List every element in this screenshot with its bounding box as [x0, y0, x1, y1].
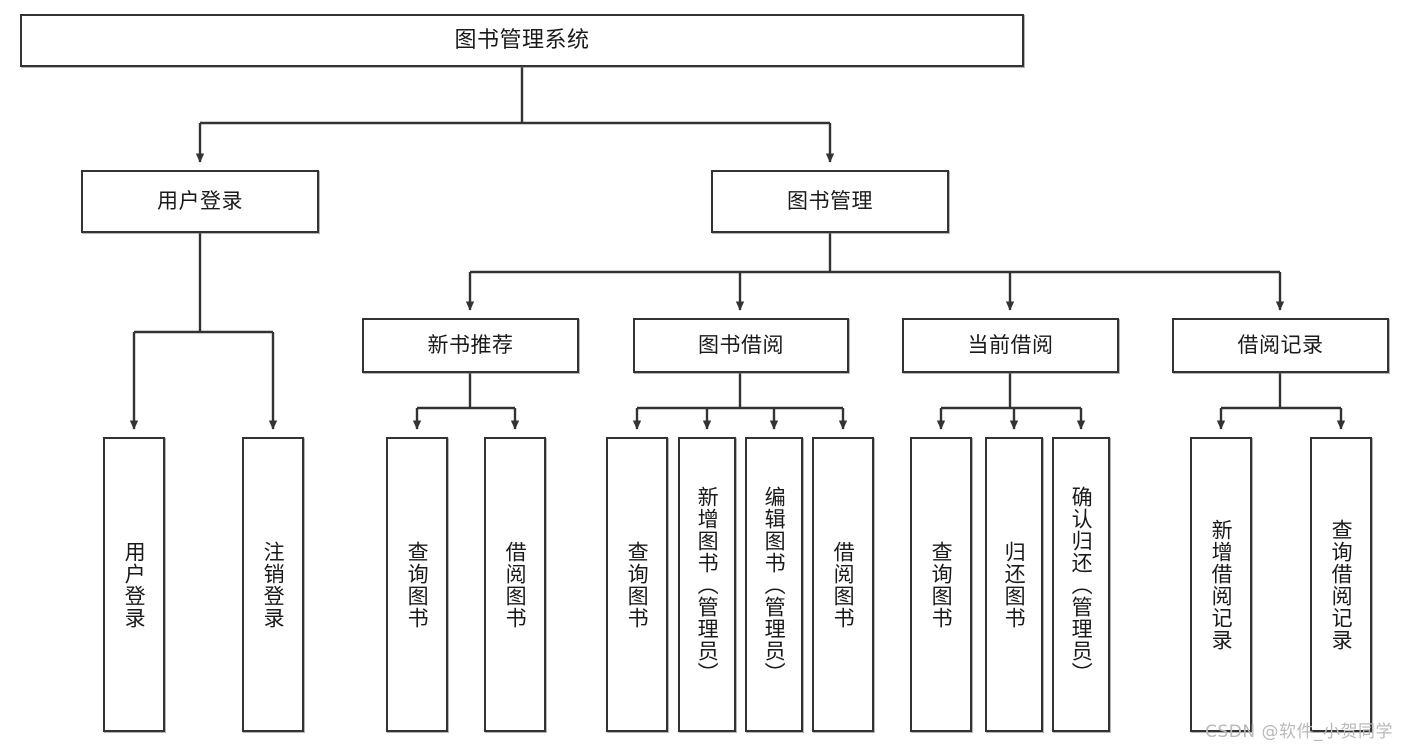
node-label: 注销登录 — [261, 540, 286, 629]
node-label: 借阅图书 — [503, 540, 528, 629]
csdn-watermark: CSDN @软件_小贺同学 — [1205, 722, 1393, 742]
leaf-return-book[interactable]: 归还图书 — [985, 437, 1043, 732]
node-label: 新书推荐 — [427, 333, 514, 358]
node-label: 新增借阅记录 — [1209, 518, 1234, 651]
leaf-confirm-return[interactable]: 确认归还（管理员） — [1052, 437, 1110, 732]
node-book-borrow[interactable]: 图书借阅 — [633, 318, 849, 373]
node-label: 当前借阅 — [967, 333, 1054, 358]
node-label: 查询借阅记录 — [1329, 518, 1354, 651]
leaf-query-book-1[interactable]: 查询图书 — [386, 437, 448, 732]
leaf-user-login[interactable]: 用户登录 — [103, 437, 165, 732]
leaf-add-book[interactable]: 新增图书（管理员） — [678, 437, 736, 732]
node-label: 查询图书 — [625, 540, 650, 629]
node-label: 编辑图书（管理员） — [762, 485, 787, 684]
node-current-borrow[interactable]: 当前借阅 — [902, 318, 1119, 373]
node-label: 图书管理 — [787, 189, 873, 214]
node-label: 用户登录 — [157, 189, 243, 214]
node-label: 图书管理系统 — [454, 27, 590, 53]
node-label: 归还图书 — [1002, 540, 1027, 629]
leaf-edit-book[interactable]: 编辑图书（管理员） — [745, 437, 803, 732]
node-label: 借阅记录 — [1237, 333, 1324, 358]
node-label: 用户登录 — [122, 540, 147, 629]
leaf-query-record[interactable]: 查询借阅记录 — [1310, 437, 1372, 732]
leaf-borrow-book-1[interactable]: 借阅图书 — [484, 437, 546, 732]
node-root-system[interactable]: 图书管理系统 — [20, 14, 1024, 67]
node-label: 查询图书 — [929, 540, 954, 629]
node-label: 确认归还（管理员） — [1069, 485, 1094, 684]
node-label: 新增图书（管理员） — [695, 485, 720, 684]
leaf-query-book-3[interactable]: 查询图书 — [910, 437, 972, 732]
leaf-add-record[interactable]: 新增借阅记录 — [1190, 437, 1252, 732]
node-user-login[interactable]: 用户登录 — [81, 170, 319, 233]
leaf-query-book-2[interactable]: 查询图书 — [606, 437, 668, 732]
node-label: 查询图书 — [405, 540, 430, 629]
node-new-book-recommend[interactable]: 新书推荐 — [362, 318, 579, 373]
node-label: 图书借阅 — [698, 333, 784, 358]
node-borrow-record[interactable]: 借阅记录 — [1172, 318, 1389, 373]
leaf-borrow-book-2[interactable]: 借阅图书 — [812, 437, 874, 732]
leaf-user-logout[interactable]: 注销登录 — [242, 437, 304, 732]
node-label: 借阅图书 — [831, 540, 856, 629]
node-book-manage[interactable]: 图书管理 — [711, 170, 949, 233]
